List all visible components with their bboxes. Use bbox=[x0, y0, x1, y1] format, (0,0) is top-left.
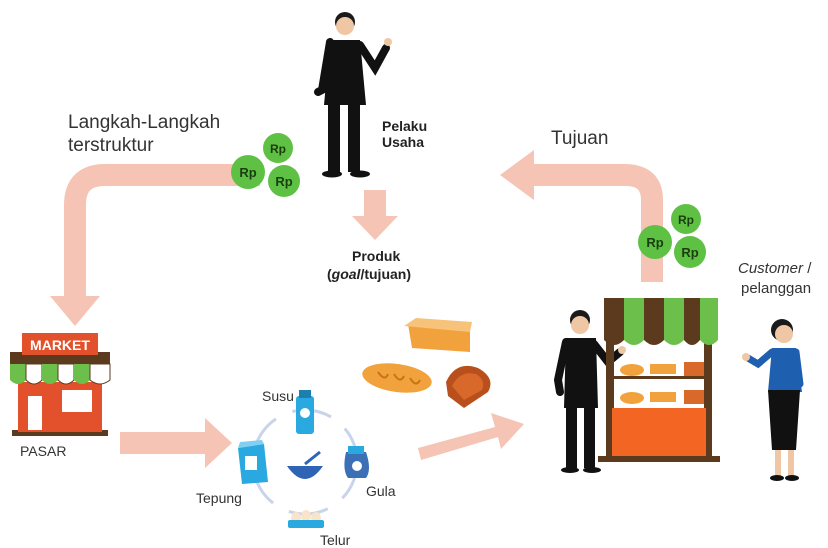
produk-open-paren: ( bbox=[327, 266, 332, 282]
label-customer-line1: Customer / bbox=[738, 260, 811, 277]
rp-coins-left: Rp Rp Rp bbox=[231, 133, 300, 197]
customer-figure bbox=[742, 319, 804, 481]
baguette-icon bbox=[362, 363, 432, 393]
label-tepung: Tepung bbox=[196, 490, 242, 506]
label-produk-line2: (goal/tujuan) bbox=[327, 266, 411, 282]
label-susu: Susu bbox=[262, 388, 294, 404]
bread-loaf-top-icon bbox=[404, 318, 472, 352]
coin-label: Rp bbox=[239, 165, 256, 180]
customer-slash: / bbox=[803, 260, 812, 277]
label-langkah-line1: Langkah-Langkah bbox=[68, 112, 221, 133]
label-produk-line1: Produk bbox=[352, 248, 401, 264]
label-pasar: PASAR bbox=[20, 443, 67, 459]
label-telur: Telur bbox=[320, 532, 351, 548]
milk-bottle-icon bbox=[296, 390, 314, 434]
bread-slice-icon bbox=[446, 365, 491, 408]
arrow-stall-to-tujuan bbox=[500, 150, 663, 282]
mixing-bowl-icon bbox=[287, 450, 323, 479]
label-customer-line2: pelanggan bbox=[741, 280, 812, 297]
customer-italic: Customer bbox=[738, 260, 804, 277]
arrow-pasar-to-ingredients bbox=[120, 418, 232, 468]
arrow-pelaku-to-produk bbox=[352, 190, 398, 240]
label-tujuan: Tujuan bbox=[551, 128, 609, 149]
business-owner-figure bbox=[314, 12, 392, 178]
coin-label: Rp bbox=[681, 245, 698, 260]
rp-coins-right: Rp Rp Rp bbox=[638, 204, 706, 268]
market-shop-icon: MARKET bbox=[10, 333, 111, 436]
label-pelaku-line1: Pelaku bbox=[382, 118, 428, 134]
label-pelaku-line2: Usaha bbox=[382, 134, 425, 150]
produk-rest: /tujuan) bbox=[360, 266, 411, 282]
eggs-tray-icon bbox=[288, 510, 324, 528]
sugar-jar-icon bbox=[344, 446, 369, 478]
coin-label: Rp bbox=[270, 142, 286, 156]
label-gula: Gula bbox=[366, 483, 396, 499]
market-sign-text: MARKET bbox=[30, 337, 90, 353]
flour-bag-icon bbox=[238, 440, 268, 484]
arrow-pelaku-to-market bbox=[50, 164, 260, 326]
coin-label: Rp bbox=[275, 174, 292, 189]
label-langkah-line2: terstruktur bbox=[68, 135, 154, 156]
produk-goal-italic: goal bbox=[331, 266, 361, 282]
bakery-stall-icon bbox=[598, 298, 720, 462]
coin-label: Rp bbox=[678, 213, 694, 227]
coin-label: Rp bbox=[646, 235, 663, 250]
arrow-ingredients-to-stall bbox=[418, 413, 524, 460]
